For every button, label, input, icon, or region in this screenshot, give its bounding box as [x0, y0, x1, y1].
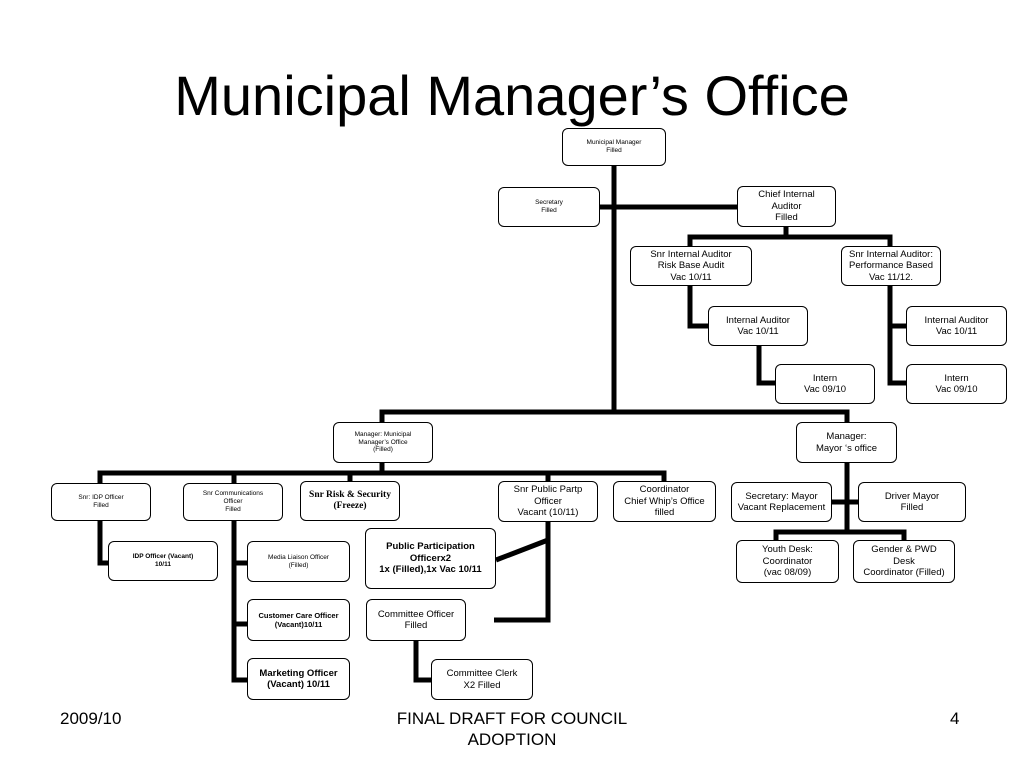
node-manager-municipal-managers-office: Manager: Municipal Manager’s Office (Fil… — [333, 422, 433, 463]
connector — [97, 470, 667, 485]
node-idp-officer: IDP Officer (Vacant) 10/11 — [108, 541, 218, 581]
connector — [231, 518, 249, 683]
node-committee-clerk: Committee Clerk X2 Filled — [431, 659, 533, 700]
connector — [687, 285, 710, 329]
node-gender-pwd-desk: Gender & PWD Desk Coordinator (Filled) — [853, 540, 955, 583]
page-number: 4 — [950, 709, 960, 728]
node-internal-auditor: Internal Auditor Vac 10/11 — [906, 306, 1007, 346]
connector — [494, 520, 551, 623]
footer-date: 2009/10 — [60, 709, 122, 728]
node-chief-internal-auditor: Chief Internal Auditor Filled — [737, 186, 836, 227]
node-marketing-officer: Marketing Officer (Vacant) 10/11 — [247, 658, 350, 700]
footer-center: FINAL DRAFT FOR COUNCIL ADOPTION — [312, 708, 712, 750]
node-snr-internal-auditor-risk: Snr Internal Auditor Risk Base Audit Vac… — [630, 246, 752, 286]
node-public-participation-officer: Public Participation Officerx2 1x (Fille… — [365, 528, 496, 589]
node-media-liaison-officer: Media Liaison Officer (Filled) — [247, 541, 350, 582]
node-internal-auditor: Internal Auditor Vac 10/11 — [708, 306, 808, 346]
node-driver-mayor: Driver Mayor Filled — [858, 482, 966, 522]
node-snr-risk-security: Snr Risk & Security (Freeze) — [300, 481, 400, 521]
connector — [687, 234, 893, 248]
footer-center-line: FINAL DRAFT FOR COUNCIL — [396, 709, 628, 728]
node-secretary-mayor: Secretary: Mayor Vacant Replacement — [731, 482, 832, 522]
node-manager-mayors-office: Manager: Mayor ‘s office — [796, 422, 897, 463]
node-municipal-manager: Municipal Manager Filled — [562, 128, 666, 166]
node-secretary: Secretary Filled — [498, 187, 600, 227]
connector — [887, 326, 908, 386]
node-coordinator-chief-whips-office: Coordinator Chief Whip’s Office filled — [613, 481, 716, 522]
page-title: Municipal Manager’s Office — [174, 64, 850, 127]
connector — [97, 520, 109, 566]
node-intern: Intern Vac 09/10 — [775, 364, 875, 404]
node-intern: Intern Vac 09/10 — [906, 364, 1007, 404]
node-snr-communications-officer: Snr Communications Officer Filled — [183, 483, 283, 521]
node-customer-care-officer: Customer Care Officer (Vacant)10/11 — [247, 599, 350, 641]
node-snr-internal-auditor-performance: Snr Internal Auditor: Performance Based … — [841, 246, 941, 286]
connector — [756, 345, 777, 386]
node-snr-public-partp-officer: Snr Public Partp Officer Vacant (10/11) — [498, 481, 598, 522]
connector — [495, 537, 549, 563]
node-youth-desk: Youth Desk: Coordinator (vac 08/09) — [736, 540, 839, 583]
node-snr-idp-officer: Snr: IDP Officer Filled — [51, 483, 151, 521]
connector — [379, 409, 850, 424]
footer-center-line: ADOPTION — [467, 730, 557, 749]
connector — [773, 529, 907, 541]
connector — [413, 640, 432, 683]
node-committee-officer: Committee Officer Filled — [366, 599, 466, 641]
